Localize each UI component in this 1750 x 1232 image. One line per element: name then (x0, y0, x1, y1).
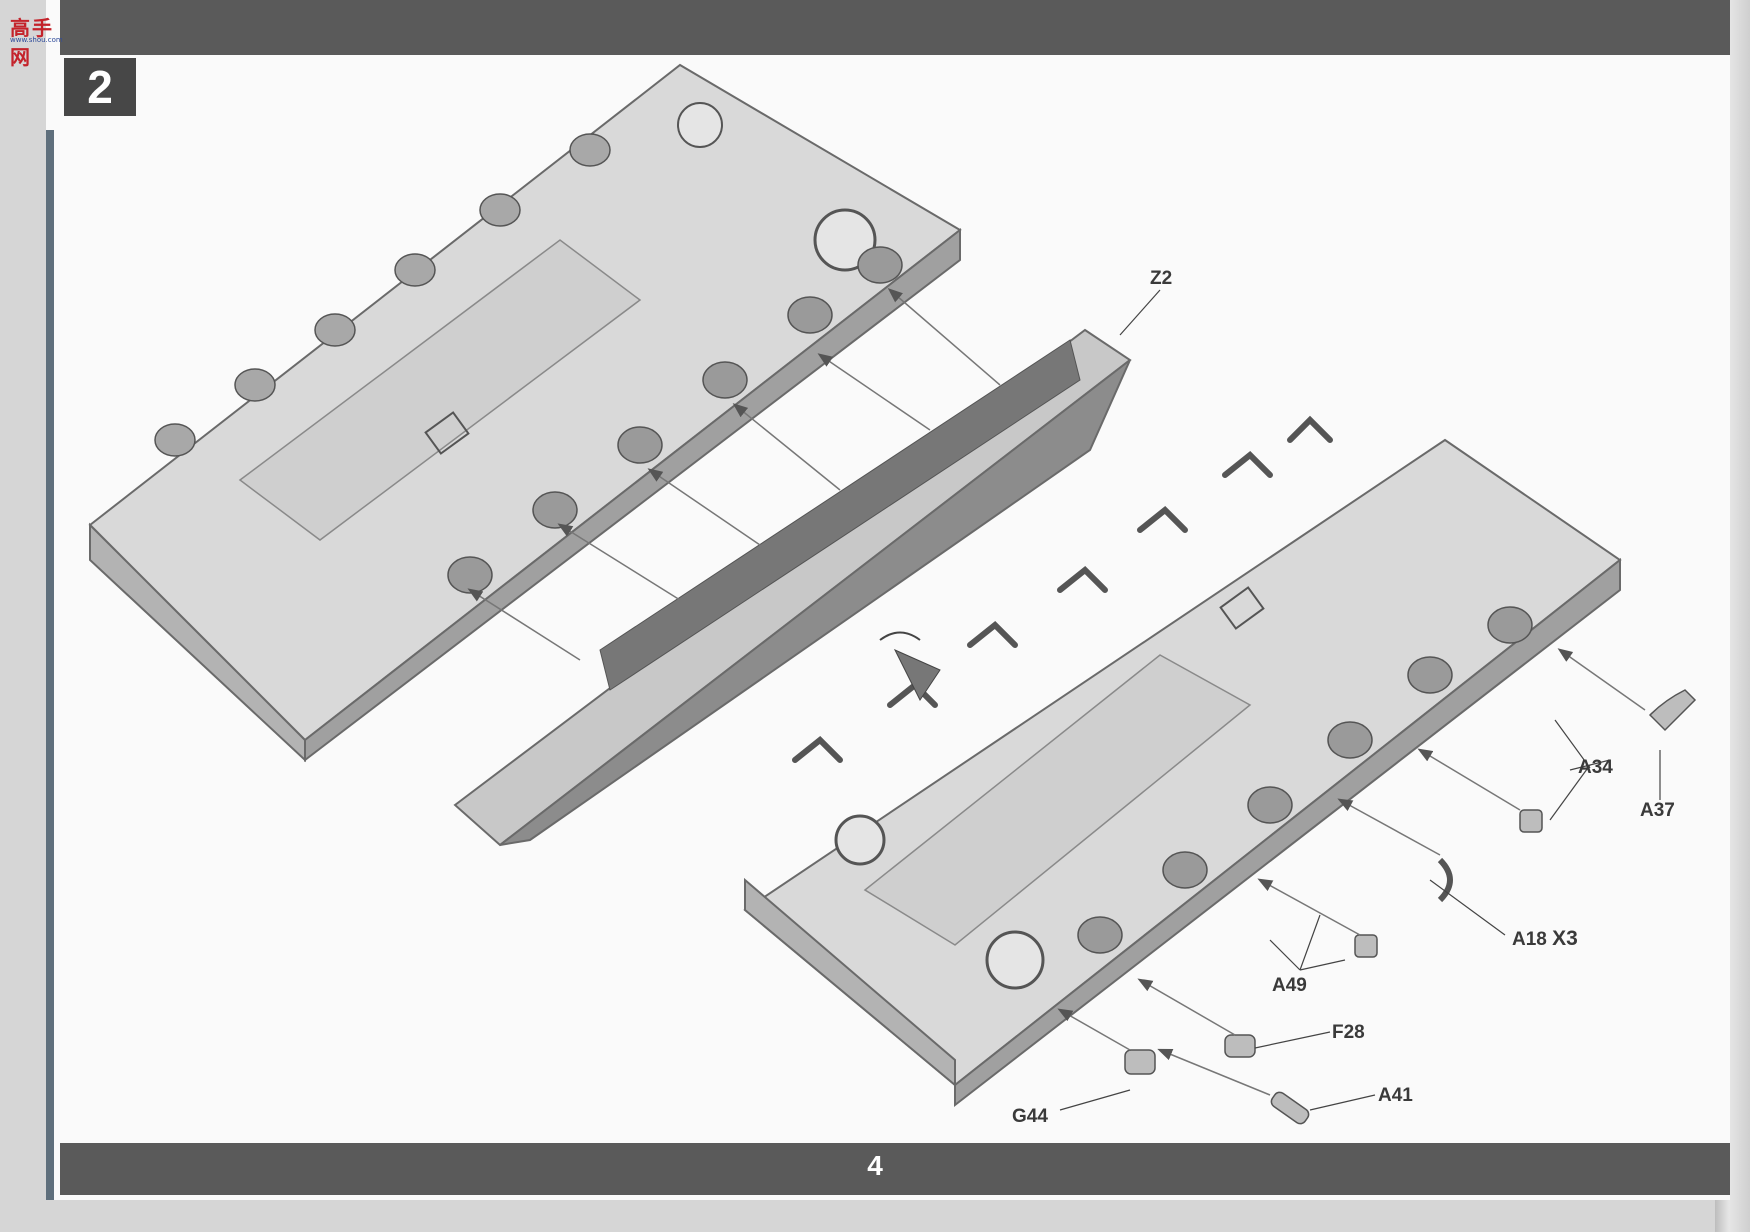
side-plate-z2 (453, 328, 1132, 847)
callout-a37: A37 (1640, 800, 1675, 821)
lower-hull (743, 415, 1622, 1108)
watermark-logo-text: 高手网 (10, 18, 54, 69)
page-number: 4 (867, 1150, 883, 1181)
callout-z2: Z2 (1150, 268, 1173, 289)
page-spine (46, 130, 54, 1200)
watermark-logo: 高手网 www.shou.com (4, 6, 68, 69)
callout-a18-label: A18 (1512, 929, 1547, 950)
bottom-bar (60, 1143, 1730, 1195)
callout-a18: A18 X3 (1512, 927, 1578, 951)
assembly-arrows-upper (467, 288, 1001, 661)
top-bar (60, 0, 1730, 55)
callout-leaders (1059, 289, 1661, 1111)
callout-g44: G44 (1012, 1106, 1048, 1127)
callout-f28: F28 (1332, 1022, 1365, 1043)
rotate-indicator-icon (879, 631, 941, 701)
upper-hull (88, 63, 962, 763)
watermark-logo-url: www.shou.com (10, 36, 63, 44)
assembly-arrows-lower (1057, 648, 1646, 1096)
callout-a34: A34 (1578, 757, 1613, 778)
step-number: 2 (64, 58, 136, 116)
callout-a18-multiplier: X3 (1552, 927, 1578, 950)
small-parts-lower (1124, 689, 1697, 1125)
callout-a49: A49 (1272, 975, 1307, 996)
callout-a41: A41 (1378, 1085, 1413, 1106)
